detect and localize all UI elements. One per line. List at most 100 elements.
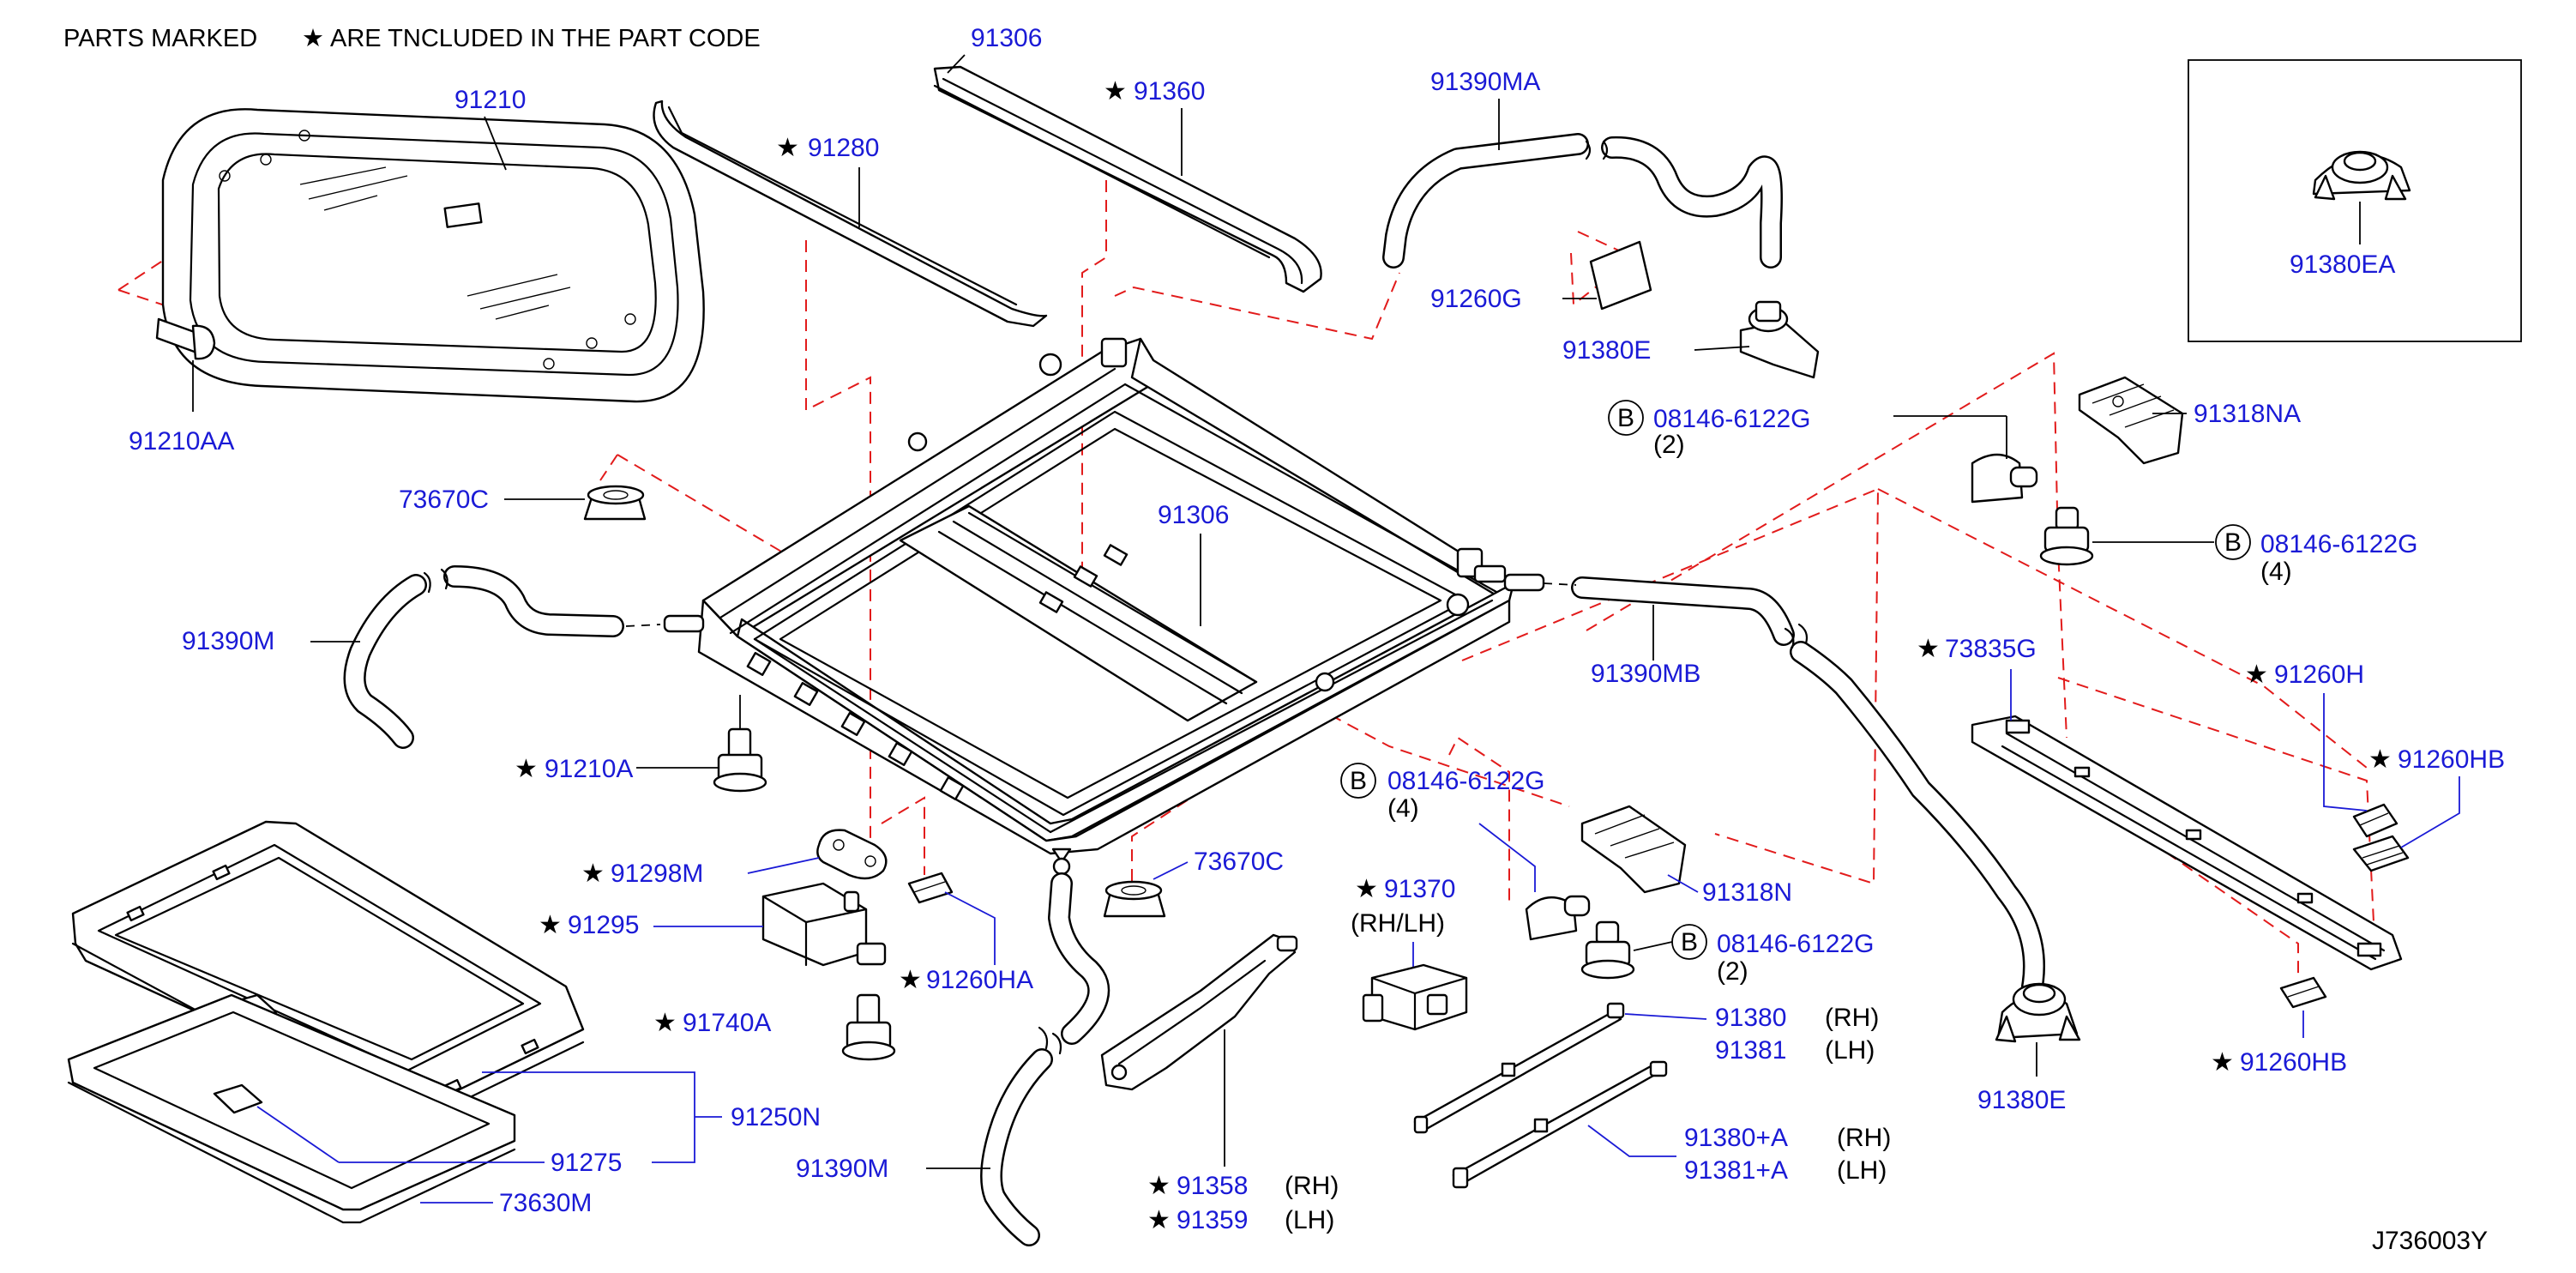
label-91381: 91381 xyxy=(1715,1036,1786,1065)
bolt-circle-3 xyxy=(1340,763,1376,799)
pad-91260HB-bottom xyxy=(2279,976,2327,1009)
label-91210A: 91210A xyxy=(545,755,633,783)
label-08146-4: 08146-6122G xyxy=(1717,930,1875,958)
pad-91260HB-top xyxy=(2352,835,2410,872)
header-note: PARTS MARKED ★ ARE TNCLUDED IN THE PART … xyxy=(63,25,761,52)
star-symbol: ★ xyxy=(302,25,324,52)
bolt-08146-4 xyxy=(1580,920,1635,980)
bolt-circle-2 xyxy=(2215,524,2251,560)
seal-91360 xyxy=(933,65,1322,293)
header-prefix: PARTS MARKED xyxy=(63,25,257,52)
header-suffix: ARE TNCLUDED IN THE PART CODE xyxy=(330,25,761,52)
link-91298M xyxy=(816,829,888,880)
pad-91260HA xyxy=(907,872,954,904)
star-91260HB-bottom: ★ xyxy=(2211,1048,2234,1077)
star-91260HB-top: ★ xyxy=(2368,745,2392,774)
label-91210: 91210 xyxy=(454,86,526,114)
label-73670C-bottom: 73670C xyxy=(1194,848,1284,876)
pad-91260G xyxy=(1589,240,1652,311)
label-73670C-top: 73670C xyxy=(399,486,489,514)
cable-91380A xyxy=(1452,1060,1668,1189)
qty-2-1: (2) xyxy=(1653,431,1685,459)
label-91275: 91275 xyxy=(551,1149,622,1177)
bolt-91210AA xyxy=(155,317,216,412)
label-91250N: 91250N xyxy=(731,1103,821,1131)
diagram-id: J736003Y xyxy=(2372,1227,2488,1255)
bolt-circle-1 xyxy=(1608,400,1644,436)
label-91260H: 91260H xyxy=(2274,661,2364,689)
label-73630M: 73630M xyxy=(499,1189,592,1217)
bolt-circle-letter-3: B xyxy=(1350,767,1367,795)
qty-4-3: (4) xyxy=(1387,794,1419,823)
bolt-08146-2 xyxy=(2039,506,2094,566)
qty-4-2: (4) xyxy=(2260,558,2292,586)
seal-91280 xyxy=(653,100,1048,328)
label-91318N: 91318N xyxy=(1702,878,1792,907)
grommet-upper xyxy=(1893,415,2038,504)
label-91380EA: 91380EA xyxy=(2290,250,2395,279)
rh-91358: (RH) xyxy=(1285,1172,1339,1200)
star-91360: ★ xyxy=(1104,77,1127,106)
lh-91381: (LH) xyxy=(1825,1036,1875,1065)
label-91210AA: 91210AA xyxy=(129,427,234,456)
star-91280: ★ xyxy=(776,134,799,162)
inset-box xyxy=(2188,59,2522,342)
label-91358: 91358 xyxy=(1177,1172,1248,1200)
star-91740A: ★ xyxy=(653,1009,677,1037)
clip-91380EA xyxy=(2312,150,2411,201)
label-91740A: 91740A xyxy=(683,1009,771,1037)
glass-lid-91210 xyxy=(161,108,705,403)
qty-2-4: (2) xyxy=(1717,957,1748,986)
drain-hose-91390MA xyxy=(1382,133,1783,268)
star-73835G: ★ xyxy=(1917,635,1940,663)
clip-91380E-top xyxy=(1739,300,1820,379)
lh-91359: (LH) xyxy=(1285,1206,1334,1234)
label-91380E-top: 91380E xyxy=(1562,336,1651,365)
drain-hose-91390M-bottom xyxy=(980,872,1110,1246)
label-73835G: 73835G xyxy=(1945,635,2037,663)
star-91210A: ★ xyxy=(515,755,538,783)
label-91260HB-top: 91260HB xyxy=(2398,745,2505,774)
lh-91381A: (LH) xyxy=(1837,1156,1887,1185)
bracket-91318NA xyxy=(2078,376,2184,465)
star-91260H: ★ xyxy=(2245,661,2268,689)
label-91306-top: 91306 xyxy=(971,24,1042,52)
drain-hose-91390M-left xyxy=(343,565,661,749)
rh-91380: (RH) xyxy=(1825,1004,1879,1032)
bracket-91318N xyxy=(1580,805,1687,894)
label-08146-3: 08146-6122G xyxy=(1387,767,1545,795)
label-91295: 91295 xyxy=(568,911,639,939)
cap-73670C-top xyxy=(583,485,647,521)
label-91318NA: 91318NA xyxy=(2194,400,2301,428)
bolt-91740A xyxy=(841,993,896,1061)
label-91360: 91360 xyxy=(1134,77,1205,106)
drain-hose-91390MB xyxy=(1543,576,2045,998)
rh-91380A: (RH) xyxy=(1837,1124,1891,1152)
clip-91380E-bottom xyxy=(1995,982,2081,1043)
guide-91358 xyxy=(1100,933,1298,1091)
label-91370: 91370 xyxy=(1384,875,1455,903)
sunroof-frame-91306 xyxy=(663,337,1545,876)
star-91359: ★ xyxy=(1147,1206,1171,1234)
motor-91295 xyxy=(761,882,887,967)
frame-73630M xyxy=(67,993,516,1224)
label-91260HA: 91260HA xyxy=(926,966,1033,994)
label-91260G: 91260G xyxy=(1430,285,1522,313)
label-91380A: 91380+A xyxy=(1684,1124,1788,1152)
bolt-circle-letter-2: B xyxy=(2224,528,2242,557)
label-91298M: 91298M xyxy=(611,860,703,888)
label-91390M-bottom: 91390M xyxy=(796,1155,888,1183)
bolt-circle-letter-1: B xyxy=(1617,404,1634,432)
star-91358: ★ xyxy=(1147,1172,1171,1200)
star-91260HA: ★ xyxy=(899,966,922,994)
bolt-91210A xyxy=(713,727,767,793)
label-91380E-bottom: 91380E xyxy=(1977,1086,2066,1114)
rhlh-91370: (RH/LH) xyxy=(1351,909,1445,938)
bolt-circle-4 xyxy=(1671,924,1707,960)
grommet-lower xyxy=(1525,895,1591,941)
bolt-circle-letter-4: B xyxy=(1681,928,1698,956)
label-91380: 91380 xyxy=(1715,1004,1786,1032)
label-91390MB: 91390MB xyxy=(1591,660,1700,688)
star-91370: ★ xyxy=(1355,875,1378,903)
